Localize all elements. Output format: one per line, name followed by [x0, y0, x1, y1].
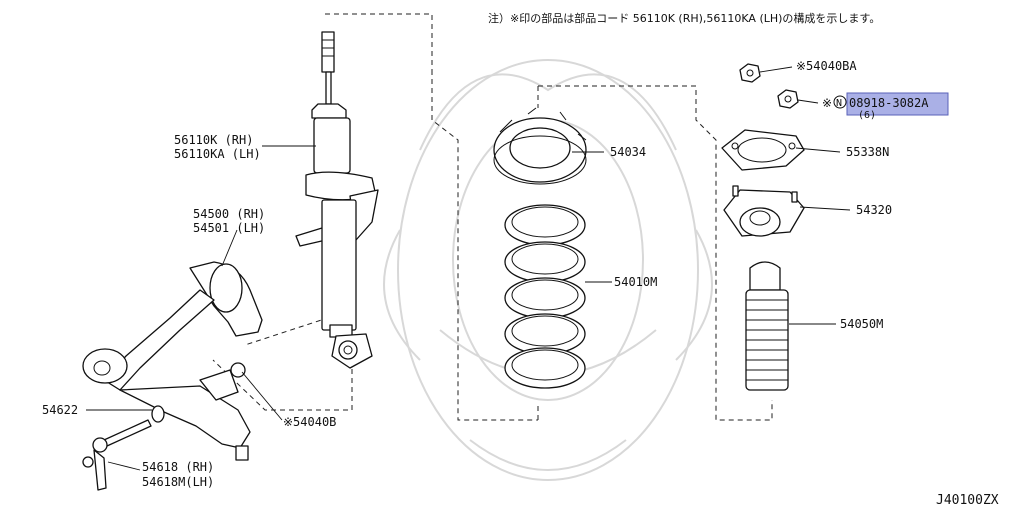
top-hardware	[739, 63, 799, 109]
label-link-rh: 54618 (RH)	[142, 460, 214, 474]
dust-boot	[745, 261, 789, 391]
label-strut-mount: 54320	[856, 203, 892, 217]
label-bolt-n: N	[836, 98, 842, 109]
strut-mount	[723, 185, 805, 237]
label-arm-rh: 54500 (RH)	[193, 207, 265, 221]
stabilizer-link	[82, 419, 152, 491]
label-spring: 54010M	[614, 275, 657, 289]
note-text: 注）※印の部品は部品コード 56110K (RH),56110KA (LH)の構…	[488, 11, 880, 25]
coil-spring	[504, 204, 586, 389]
label-insulator-plate: 55338N	[846, 145, 889, 159]
label-strut-rh: 56110K (RH)	[174, 133, 253, 147]
lower-arm	[82, 261, 263, 461]
label-bolt-prefix: ※	[822, 96, 832, 110]
label-bolt-qty: (6)	[858, 110, 876, 121]
label-bolt-code[interactable]: 08918-3082A	[849, 96, 929, 110]
label-strut-lh: 56110KA (LH)	[174, 147, 261, 161]
callout-labels: 56110K (RH) 56110KA (LH) 54500 (RH) 5450…	[42, 59, 949, 489]
label-nut-lower: ※54040B	[283, 415, 336, 429]
label-link-lh: 54618M(LH)	[142, 475, 214, 489]
label-spring-seat: 54034	[610, 145, 646, 159]
label-nut-top: ※54040BA	[796, 59, 857, 73]
label-washer: 54622	[42, 403, 78, 417]
bolt-highlight[interactable]	[846, 92, 949, 116]
insulator-plate	[721, 129, 805, 171]
leader-lines	[86, 66, 851, 471]
spring-seat	[493, 107, 587, 185]
label-dust-boot: 54050M	[840, 317, 883, 331]
bolt-n-marker	[833, 95, 847, 109]
label-arm-lh: 54501 (LH)	[193, 221, 265, 235]
diagram-code: J40100ZX	[936, 493, 999, 508]
strut-assembly	[295, 31, 379, 369]
